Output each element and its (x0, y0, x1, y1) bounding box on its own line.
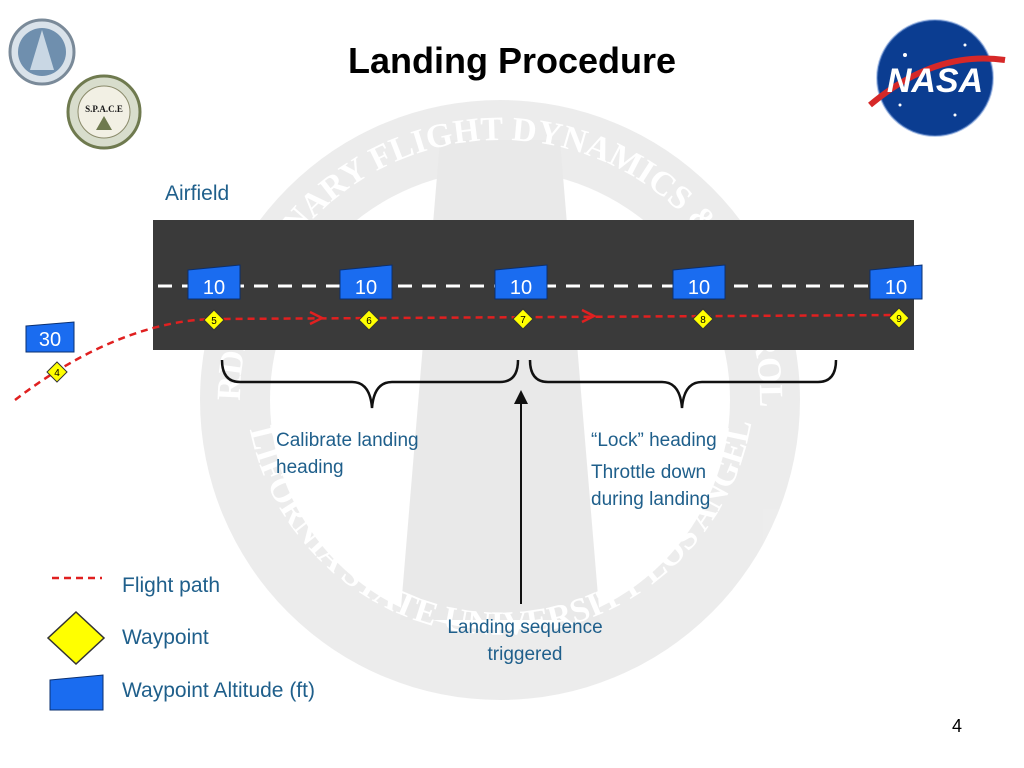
flight-path (14, 313, 901, 401)
waypoint-marker: 7 (512, 308, 534, 330)
altitude-marker-label: 10 (510, 277, 532, 299)
altitude-marker-label: 10 (885, 277, 907, 299)
waypoint-label: 6 (366, 316, 372, 327)
legend-altitude-symbol (49, 674, 104, 711)
altitude-marker: 10 (339, 264, 393, 300)
calibrate-line-2: heading (276, 457, 344, 478)
throttle-annotation: Throttle down during landing (591, 459, 710, 513)
throttle-line-1: Throttle down (591, 462, 707, 483)
waypoint-label: 7 (520, 315, 526, 326)
waypoints: 4 5 6 7 8 9 (46, 307, 910, 383)
trigger-line-1: Landing sequence (447, 617, 603, 638)
space-logo: S.P.A.C.E (66, 74, 142, 150)
trigger-annotation: Landing sequence triggered (420, 614, 630, 668)
waypoint-label: 4 (54, 368, 60, 379)
legend-waypoint-symbol (46, 610, 106, 666)
trigger-line-2: triggered (487, 644, 563, 665)
calibrate-line-1: Calibrate landing (276, 430, 419, 451)
waypoint-label: 5 (211, 316, 217, 327)
waypoint-label: 8 (700, 315, 706, 326)
waypoint-marker: 6 (358, 309, 380, 331)
waypoint-marker: 5 (203, 309, 225, 331)
throttle-line-2: during landing (591, 489, 711, 510)
calibrate-brace (220, 359, 520, 409)
legend-flight-path-label: Flight path (122, 574, 221, 597)
altitude-markers: 10 10 10 10 10 (187, 264, 923, 300)
trigger-arrowhead (514, 390, 528, 404)
flight-path-arrow-2 (581, 308, 597, 324)
altitude-marker: 10 (187, 264, 241, 300)
altitude-marker-label: 10 (688, 277, 710, 299)
waypoint-label: 9 (896, 314, 902, 325)
waypoint-marker: 8 (692, 308, 714, 330)
lock-heading-annotation: “Lock” heading (591, 430, 717, 451)
space-logo-text: S.P.A.C.E (85, 104, 123, 114)
altitude-marker: 10 (869, 264, 923, 300)
legend-waypoint-label: Waypoint (122, 626, 209, 649)
lab-logo (8, 18, 76, 86)
legend-altitude-label: Waypoint Altitude (ft) (122, 679, 315, 702)
altitude-marker: 10 (494, 264, 548, 300)
lock-brace (528, 359, 838, 409)
waypoint-marker: 9 (888, 307, 910, 329)
altitude-marker-label: 10 (355, 277, 377, 299)
approach-altitude-label: 30 (39, 329, 61, 351)
waypoint-marker: 4 (46, 361, 68, 383)
page-number: 4 (951, 716, 962, 736)
flight-path-arrow-1 (309, 310, 325, 326)
altitude-marker: 10 (672, 264, 726, 300)
slide-title: Landing Procedure (347, 40, 677, 81)
nasa-logo: NASA (868, 19, 1006, 137)
approach-altitude-marker: 30 (25, 321, 75, 353)
nasa-logo-text: NASA (887, 62, 983, 100)
calibrate-annotation: Calibrate landing heading (276, 427, 419, 481)
altitude-marker-label: 10 (203, 277, 225, 299)
airfield-label: Airfield (165, 182, 230, 205)
